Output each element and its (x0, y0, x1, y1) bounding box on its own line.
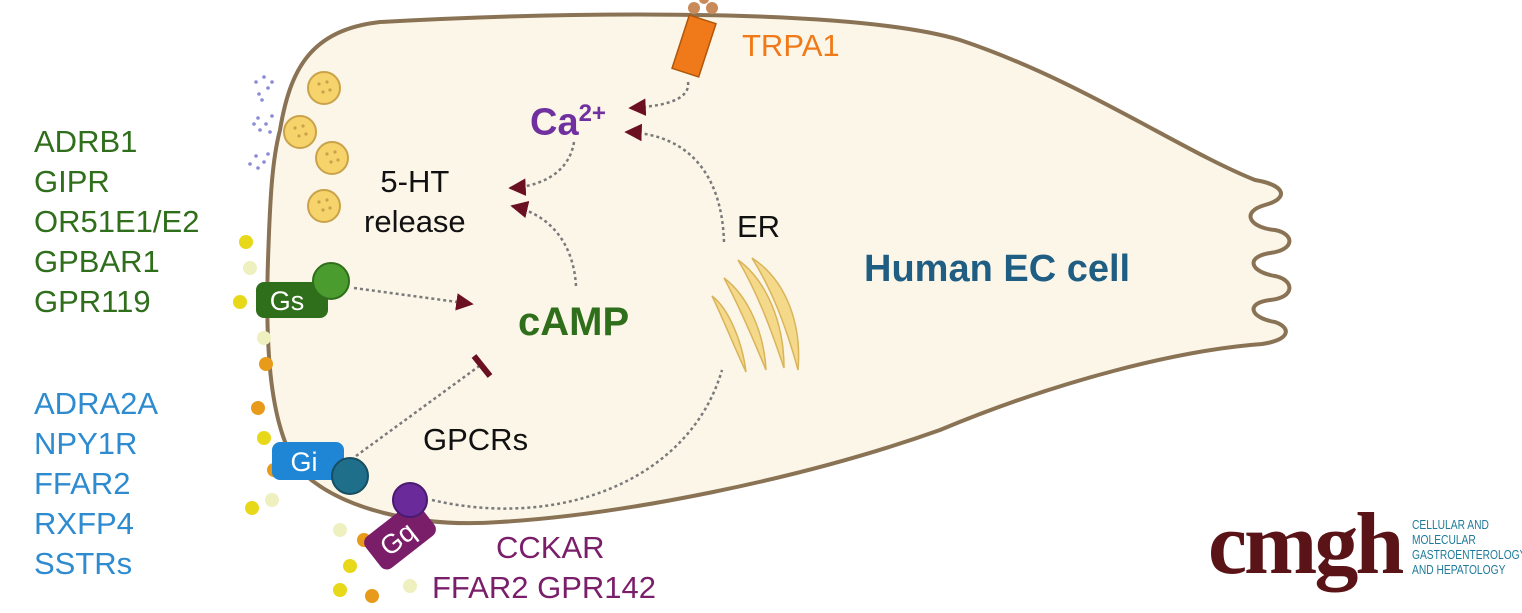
gq-receptor-list: CCKAR FFAR2 GPR142 (432, 528, 656, 608)
gs-label: Gs (269, 286, 305, 316)
receptor-item: RXFP4 (34, 506, 134, 541)
gi-label: Gi (290, 447, 318, 477)
receptor-item: SSTRs (34, 546, 133, 581)
receptor-item: GPR119 (34, 284, 151, 319)
ec-cell-membrane (265, 12, 1292, 526)
cell-label: Human EC cell (864, 248, 1131, 290)
logo-subtitle-line: AND HEPATOLOGY (1412, 563, 1506, 577)
release-label: 5-HT release (364, 162, 466, 242)
release-label-line2: release (364, 204, 466, 239)
logo-subtitle-line: MOLECULAR (1412, 533, 1476, 547)
calcium-charge: 2+ (578, 100, 606, 127)
arrow-trpa1-to-ca (628, 81, 690, 116)
receptor-item: GPBAR1 (34, 244, 160, 279)
receptor-item: CCKAR (496, 530, 605, 565)
logo-subtitle-line: GASTROENTEROLOGY (1412, 548, 1522, 562)
er-label: ER (737, 209, 781, 244)
gpcrs-label: GPCRs (423, 422, 529, 457)
receptor-item: ADRA2A (34, 386, 159, 421)
arrow-gi-inhibit-camp (355, 362, 483, 458)
gi-protein (272, 442, 369, 495)
calcium-label: Ca2+ (530, 102, 606, 142)
ligand-dots (233, 235, 417, 603)
signaling-arrows (353, 81, 726, 510)
trpa1-channel (671, 0, 718, 78)
gs-receptor-list: ADRB1 GIPR OR51E1/E2 GPBAR1 GPR119 (34, 122, 199, 322)
gq-protein (364, 482, 436, 570)
arrow-camp-to-release (510, 200, 578, 287)
receptor-item: ADRB1 (34, 124, 138, 159)
arrow-ca-to-release (508, 141, 576, 196)
cmgh-logo-subtitle: CELLULAR AND MOLECULAR GASTROENTEROLOGY … (1412, 518, 1522, 578)
logo-subtitle-line: CELLULAR AND (1412, 518, 1489, 532)
calcium-base: Ca (530, 101, 579, 144)
receptor-item: GIPR (34, 164, 110, 199)
receptor-item: FFAR2 (34, 466, 131, 501)
vesicle-dots (293, 80, 340, 212)
inhibition-bar (471, 354, 493, 378)
5ht-vesicles (283, 71, 349, 223)
receptor-item: NPY1R (34, 426, 138, 461)
receptor-item: OR51E1/E2 (34, 204, 200, 239)
cmgh-logo: cmgh (1208, 496, 1404, 593)
secreted-5ht-particles (248, 75, 274, 170)
er-organelle (711, 257, 800, 373)
arrow-er-to-ca (624, 123, 726, 243)
gi-receptor-list: ADRA2A NPY1R FFAR2 RXFP4 SSTRs (34, 384, 158, 584)
trpa1-label: TRPA1 (742, 28, 840, 63)
release-label-line1: 5-HT (380, 164, 450, 199)
camp-label: cAMP (518, 300, 630, 344)
receptor-item: FFAR2 GPR142 (432, 570, 656, 605)
arrow-gs-to-camp (353, 286, 474, 311)
gs-protein (256, 262, 350, 318)
